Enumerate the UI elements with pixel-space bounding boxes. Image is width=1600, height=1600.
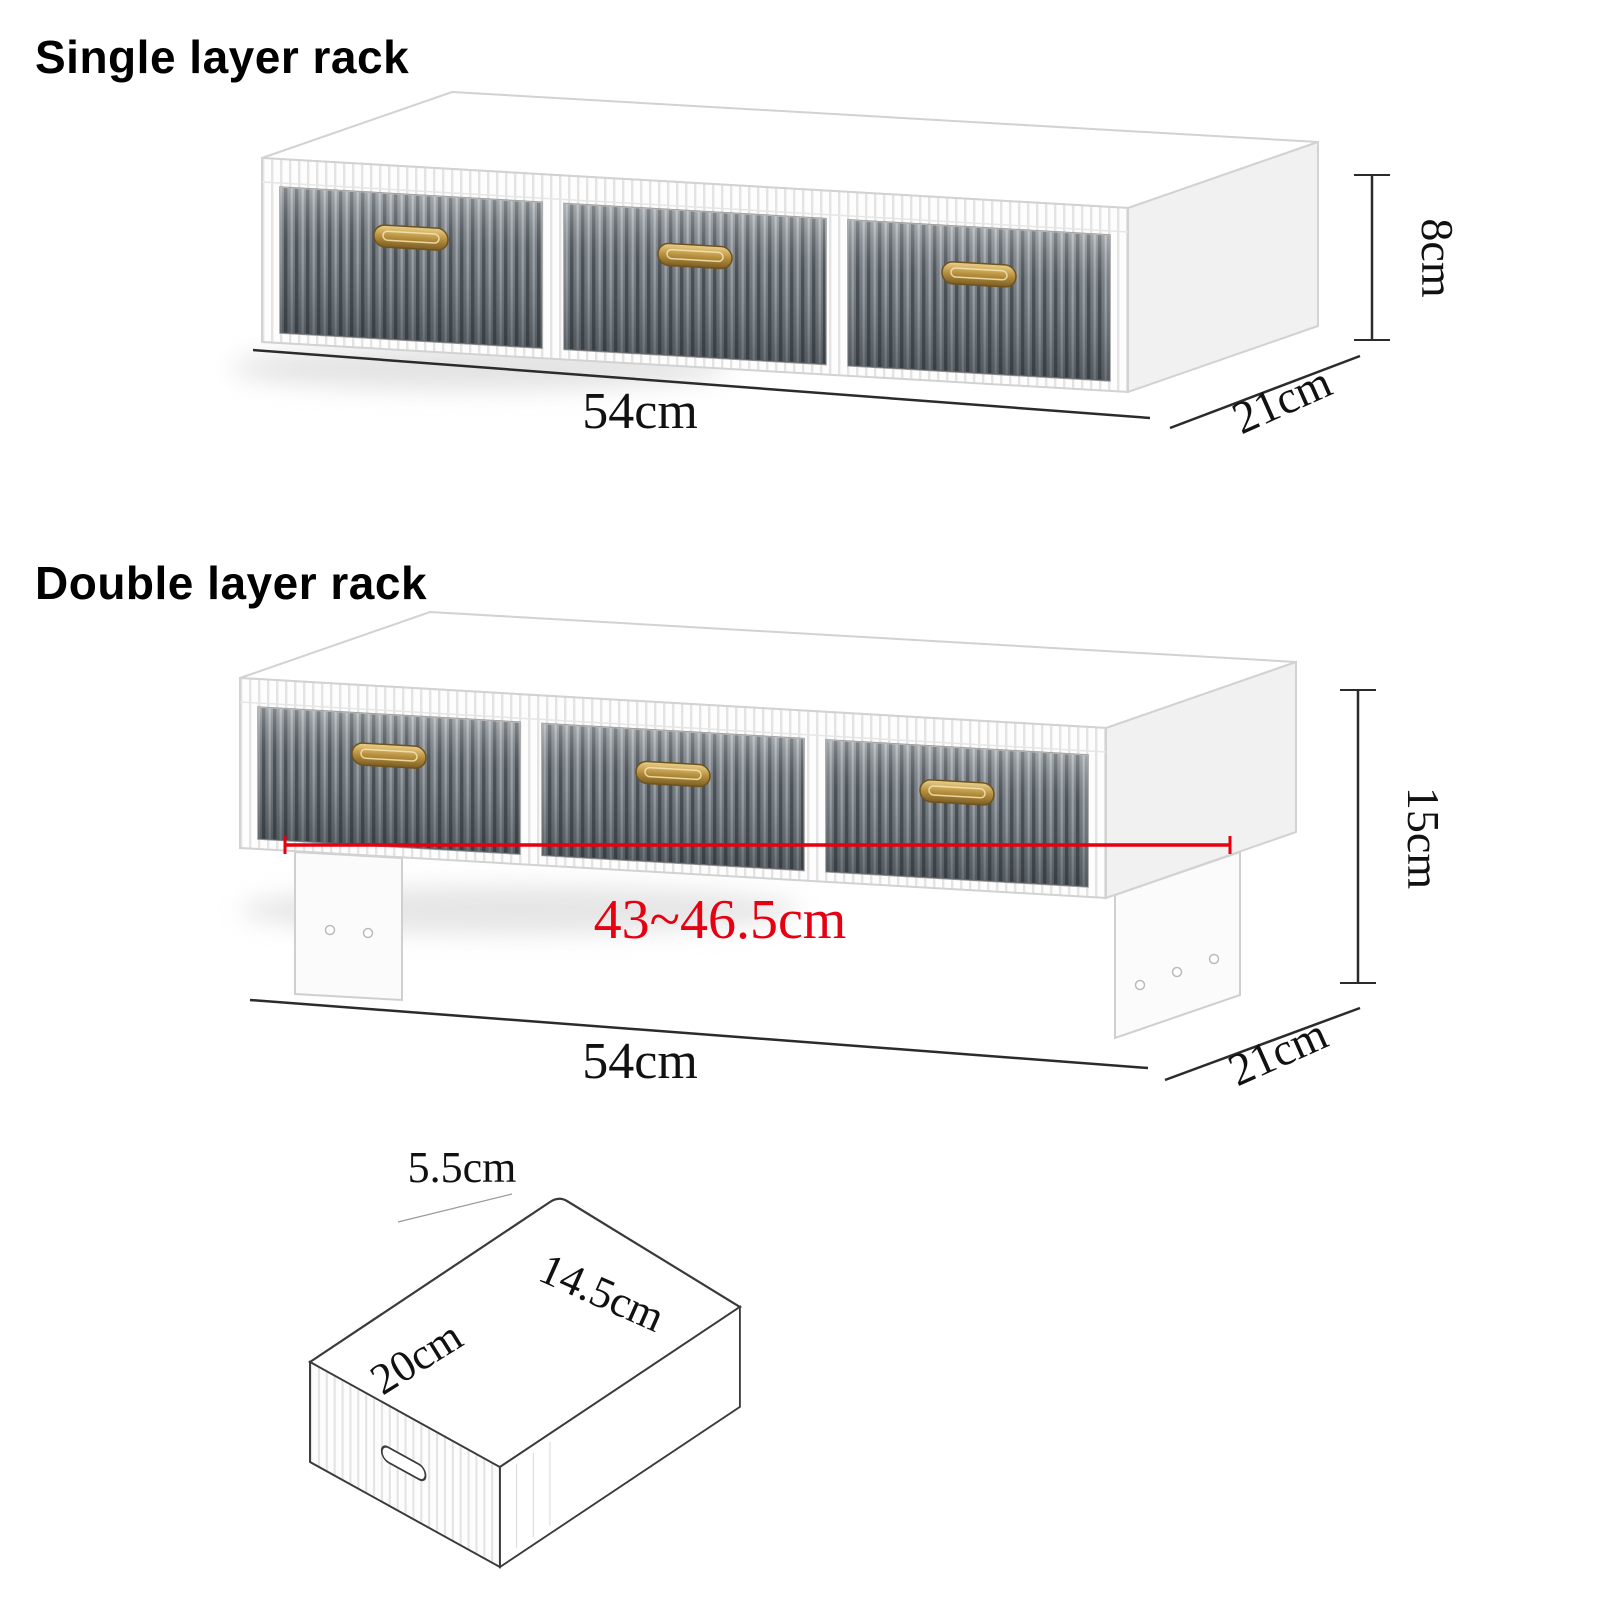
drawer-sketch: 5.5cm 14.5cm 20cm — [307, 1143, 743, 1569]
screw-hole — [1208, 953, 1220, 965]
drawer-handle — [941, 261, 1017, 288]
single-width-label: 54cm — [582, 383, 698, 440]
screw-hole — [362, 927, 374, 939]
drawer-handle-slot — [380, 1445, 427, 1482]
double-depth-label: 21cm — [1221, 1008, 1335, 1096]
double-height-label: 15cm — [1398, 787, 1449, 889]
drawer-height-label: 5.5cm — [408, 1143, 517, 1192]
glass-drawer — [563, 202, 827, 366]
double-rack-title: Double layer rack — [35, 557, 428, 609]
mount-bracket-left — [294, 850, 403, 1002]
single-depth-dim-line — [1169, 354, 1361, 430]
glass-drawer — [825, 739, 1089, 888]
glass-drawer — [541, 722, 805, 872]
single-depth-label: 21cm — [1225, 356, 1339, 444]
mount-width-label: 43~46.5cm — [594, 889, 847, 951]
drawer-front-face — [309, 1360, 501, 1569]
glass-drawer — [279, 186, 543, 349]
single-width-dim-line — [252, 348, 1151, 420]
double-rack-front-face — [239, 676, 1107, 900]
screw-hole — [1171, 966, 1183, 978]
single-rack-title: Single layer rack — [35, 31, 410, 83]
screw-hole — [324, 924, 336, 936]
drawer-height-dim-line — [397, 1193, 513, 1223]
glass-drawer — [257, 706, 521, 855]
drawer-handle — [657, 242, 733, 270]
double-depth-dim-line — [1164, 1006, 1361, 1082]
double-width-label: 54cm — [582, 1033, 698, 1090]
drawer-handle — [919, 779, 995, 806]
single-rack-drawing: 8cm 54cm 21cm — [230, 90, 1463, 444]
drawer-side-face — [499, 1305, 741, 1569]
drawer-handle — [373, 224, 449, 251]
single-rack-front-face — [261, 156, 1129, 394]
drawer-handle — [351, 742, 427, 769]
double-width-dim-line — [249, 998, 1149, 1070]
glass-drawer — [847, 219, 1111, 382]
double-rack-drawing: 43~46.5cm 15cm 54cm 21cm — [239, 610, 1449, 1096]
screw-hole — [1134, 979, 1146, 991]
single-height-label: 8cm — [1412, 218, 1463, 297]
drawer-handle — [635, 760, 711, 788]
